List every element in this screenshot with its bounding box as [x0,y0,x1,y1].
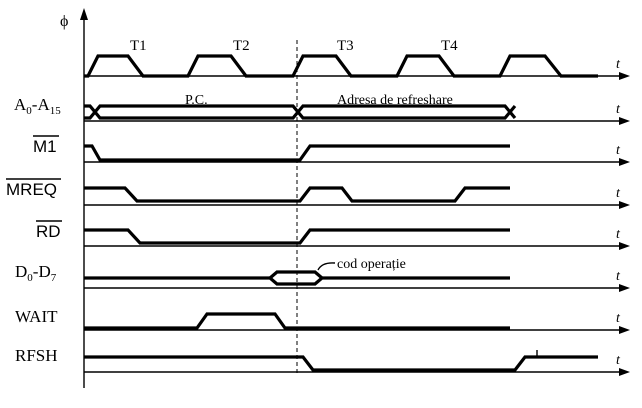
time-axis-arrow-address [619,117,630,125]
signal-label-m1: M1 [33,137,57,156]
time-label-wait: t [616,311,621,326]
time-axes: t t t t t t t t [84,57,630,376]
mreq-waveform [84,186,510,203]
data-bus-waveform [84,270,510,286]
time-label-clock: t [616,57,621,72]
time-label-data: t [616,269,621,284]
time-label-address: t [616,102,621,117]
period-label-t4: T4 [441,38,458,54]
time-axis-arrow-data [619,284,630,292]
time-axis-arrow-rfsh [619,368,630,376]
time-axis-arrow-m1 [619,158,630,166]
time-label-rd: t [616,227,621,242]
pc-annotation: P.C. [185,93,208,108]
clock-waveform [84,54,598,78]
m1-waveform [84,144,510,162]
signal-label-mreq: MREQ [6,180,57,199]
opcode-annotation: cod operație [337,257,406,272]
refresh-address-annotation: Adresa de refreshare [337,93,453,108]
period-label-t3: T3 [337,38,354,54]
period-label-t2: T2 [233,38,250,54]
rfsh-waveform [84,355,598,372]
time-axis-arrow-clock [619,72,630,80]
signal-label-address: A0-A15 [14,95,61,117]
opcode-leader-line [317,262,336,271]
period-label-t1: T1 [130,38,147,54]
wait-waveform [84,312,510,330]
address-bus-waveform [84,104,517,120]
vertical-axis-arrow [80,8,88,20]
signal-label-rfsh: RFSH [15,346,58,365]
time-label-mreq: t [616,186,621,201]
signal-label-rd: RD [36,222,61,241]
time-axis-arrow-mreq [619,201,630,209]
time-label-m1: t [616,143,621,158]
signal-label-data: D0-D7 [15,262,57,284]
time-axis-arrow-rd [619,242,630,250]
time-label-rfsh: t [616,353,621,368]
signal-label-wait: WAIT [15,307,58,326]
clock-label: ϕ [60,13,68,30]
rd-waveform [84,228,510,245]
time-axis-arrow-wait [619,326,630,334]
